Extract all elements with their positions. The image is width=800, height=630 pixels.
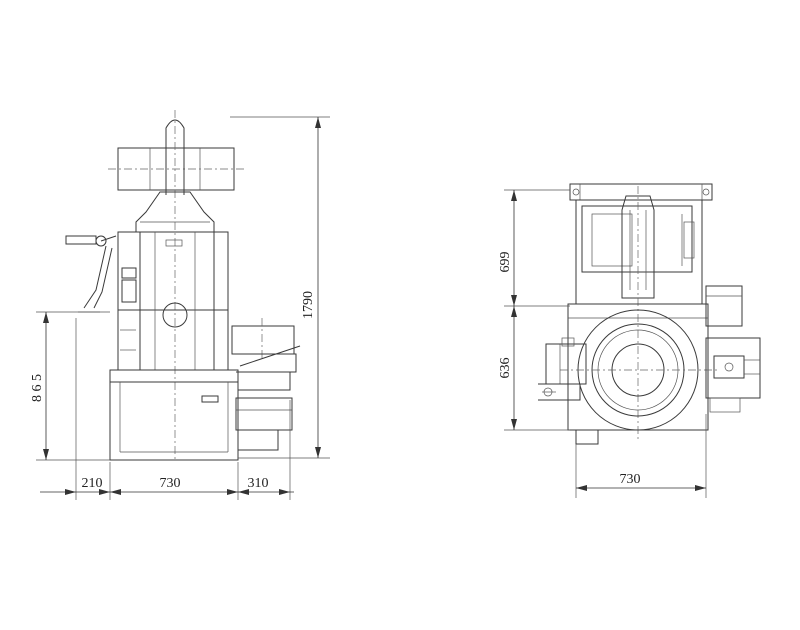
right-feeder bbox=[705, 285, 761, 413]
top-handle bbox=[165, 110, 185, 460]
dim-width-center-label: 730 bbox=[160, 476, 181, 491]
dim-width-label: 730 bbox=[620, 472, 641, 487]
side-feeder bbox=[231, 318, 301, 451]
dim-top-width: 730 bbox=[575, 414, 707, 498]
dim-upper-depth-label: 699 bbox=[498, 252, 513, 273]
dim-height-total-label: 1790 bbox=[301, 291, 316, 319]
motor bbox=[108, 147, 244, 191]
dim-1790: 1790 bbox=[230, 116, 330, 459]
main-housing bbox=[117, 231, 229, 371]
dim-width-right-label: 310 bbox=[248, 476, 269, 491]
base-cabinet bbox=[109, 369, 239, 461]
dim-height-lower-label: 8 6 5 bbox=[30, 374, 45, 402]
grinding-disk bbox=[560, 309, 720, 431]
left-spout bbox=[538, 337, 587, 401]
top-motor bbox=[581, 186, 695, 440]
top-frame bbox=[569, 183, 713, 305]
dim-bottom-widths: 210 730 310 bbox=[40, 318, 294, 500]
dim-lower-depth-label: 636 bbox=[498, 358, 513, 379]
dim-865: 8 6 5 bbox=[30, 311, 110, 461]
front-view: 1790 8 6 5 210 730 310 bbox=[30, 110, 330, 500]
top-view: 699 636 730 bbox=[498, 183, 761, 498]
dim-depths: 699 636 bbox=[498, 189, 570, 431]
dim-width-left-label: 210 bbox=[82, 476, 103, 491]
side-lever bbox=[65, 235, 117, 313]
bottom-plate bbox=[575, 429, 599, 445]
